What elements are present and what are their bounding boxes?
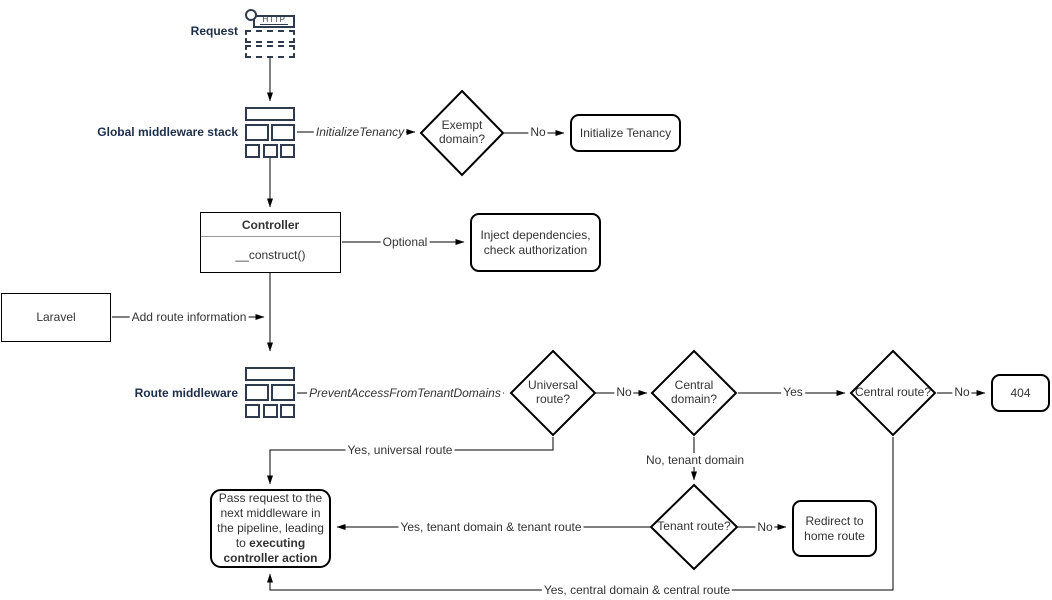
- edge-label-no-tenant-domain: No, tenant domain: [643, 453, 747, 467]
- error-404-box: 404: [991, 374, 1050, 412]
- edge-label-initialize-tenancy: InitializeTenancy: [313, 125, 407, 139]
- stack-row3c: [280, 404, 295, 418]
- edge-label-yes-universal-route: Yes, universal route: [345, 443, 455, 457]
- stack-row1: [245, 367, 295, 381]
- middleware-stack-icon: [245, 107, 295, 158]
- stack-row2a: [245, 124, 269, 141]
- exempt-domain-label: Exempt domain?: [438, 118, 486, 146]
- stack-row3b: [262, 144, 278, 158]
- stack-row2b: [271, 124, 295, 141]
- tenant-route-label: Tenant route?: [657, 519, 731, 534]
- stack-row3a: [245, 144, 260, 158]
- initialize-tenancy-box: Initialize Tenancy: [570, 114, 681, 152]
- edge-label-exempt-no: No: [528, 125, 548, 139]
- edge-label-tenant-no: No: [755, 520, 775, 534]
- universal-route-label: Universal route?: [527, 378, 578, 406]
- http-request-icon-row1: [245, 30, 295, 43]
- controller-constructor: __construct(): [235, 247, 306, 262]
- universal-route-diamond: [509, 349, 597, 437]
- central-domain-label: Central domain?: [670, 378, 718, 406]
- http-request-icon-row2: [245, 45, 295, 58]
- central-route-label: Central route?: [854, 385, 932, 400]
- route-middleware-label: Route middleware: [134, 386, 238, 400]
- redirect-home-box: Redirect to home route: [792, 500, 877, 557]
- global-middleware-label: Global middleware stack: [97, 125, 238, 139]
- http-request-icon: HTTP: [245, 8, 295, 58]
- http-request-icon-circle: [245, 9, 257, 21]
- http-request-icon-bar: HTTP: [253, 15, 295, 28]
- edge-label-optional: Optional: [380, 235, 430, 249]
- edge-label-yes-tenant-domain-route: Yes, tenant domain & tenant route: [398, 520, 584, 534]
- edge-label-central-route-no: No: [952, 385, 972, 399]
- stack-row2b: [271, 384, 295, 401]
- edge-label-add-route-information: Add route information: [129, 310, 249, 324]
- stack-row3a: [245, 404, 260, 418]
- pass-request-box: Pass request to the next middleware in t…: [210, 489, 331, 568]
- tenant-route-diamond: [649, 483, 739, 571]
- stack-row2a: [245, 384, 269, 401]
- controller-title: Controller: [201, 213, 340, 237]
- inject-dependencies-box: Inject dependencies, check authorization: [470, 213, 601, 272]
- exempt-domain-diamond: [419, 89, 505, 177]
- route-middleware-stack-icon: [245, 367, 295, 418]
- http-label: HTTP: [259, 16, 289, 25]
- stack-row1: [245, 107, 295, 121]
- laravel-box: Laravel: [1, 293, 111, 342]
- edge-label-universal-no: No: [614, 385, 634, 399]
- stack-row3c: [280, 144, 295, 158]
- edge-label-prevent-access: PreventAccessFromTenantDomains: [307, 386, 503, 400]
- decision-shapes: [419, 89, 937, 571]
- request-label: Request: [190, 24, 238, 38]
- edge-label-yes-central-domain-route: Yes, central domain & central route: [541, 583, 733, 597]
- edge-label-central-domain-yes: Yes: [781, 385, 805, 399]
- stack-row3b: [262, 404, 278, 418]
- pass-request-text: Pass request to the next middleware in t…: [217, 491, 324, 565]
- central-domain-diamond: [650, 349, 738, 437]
- controller-class-box: Controller __construct(): [200, 212, 341, 273]
- central-route-diamond: [849, 349, 937, 437]
